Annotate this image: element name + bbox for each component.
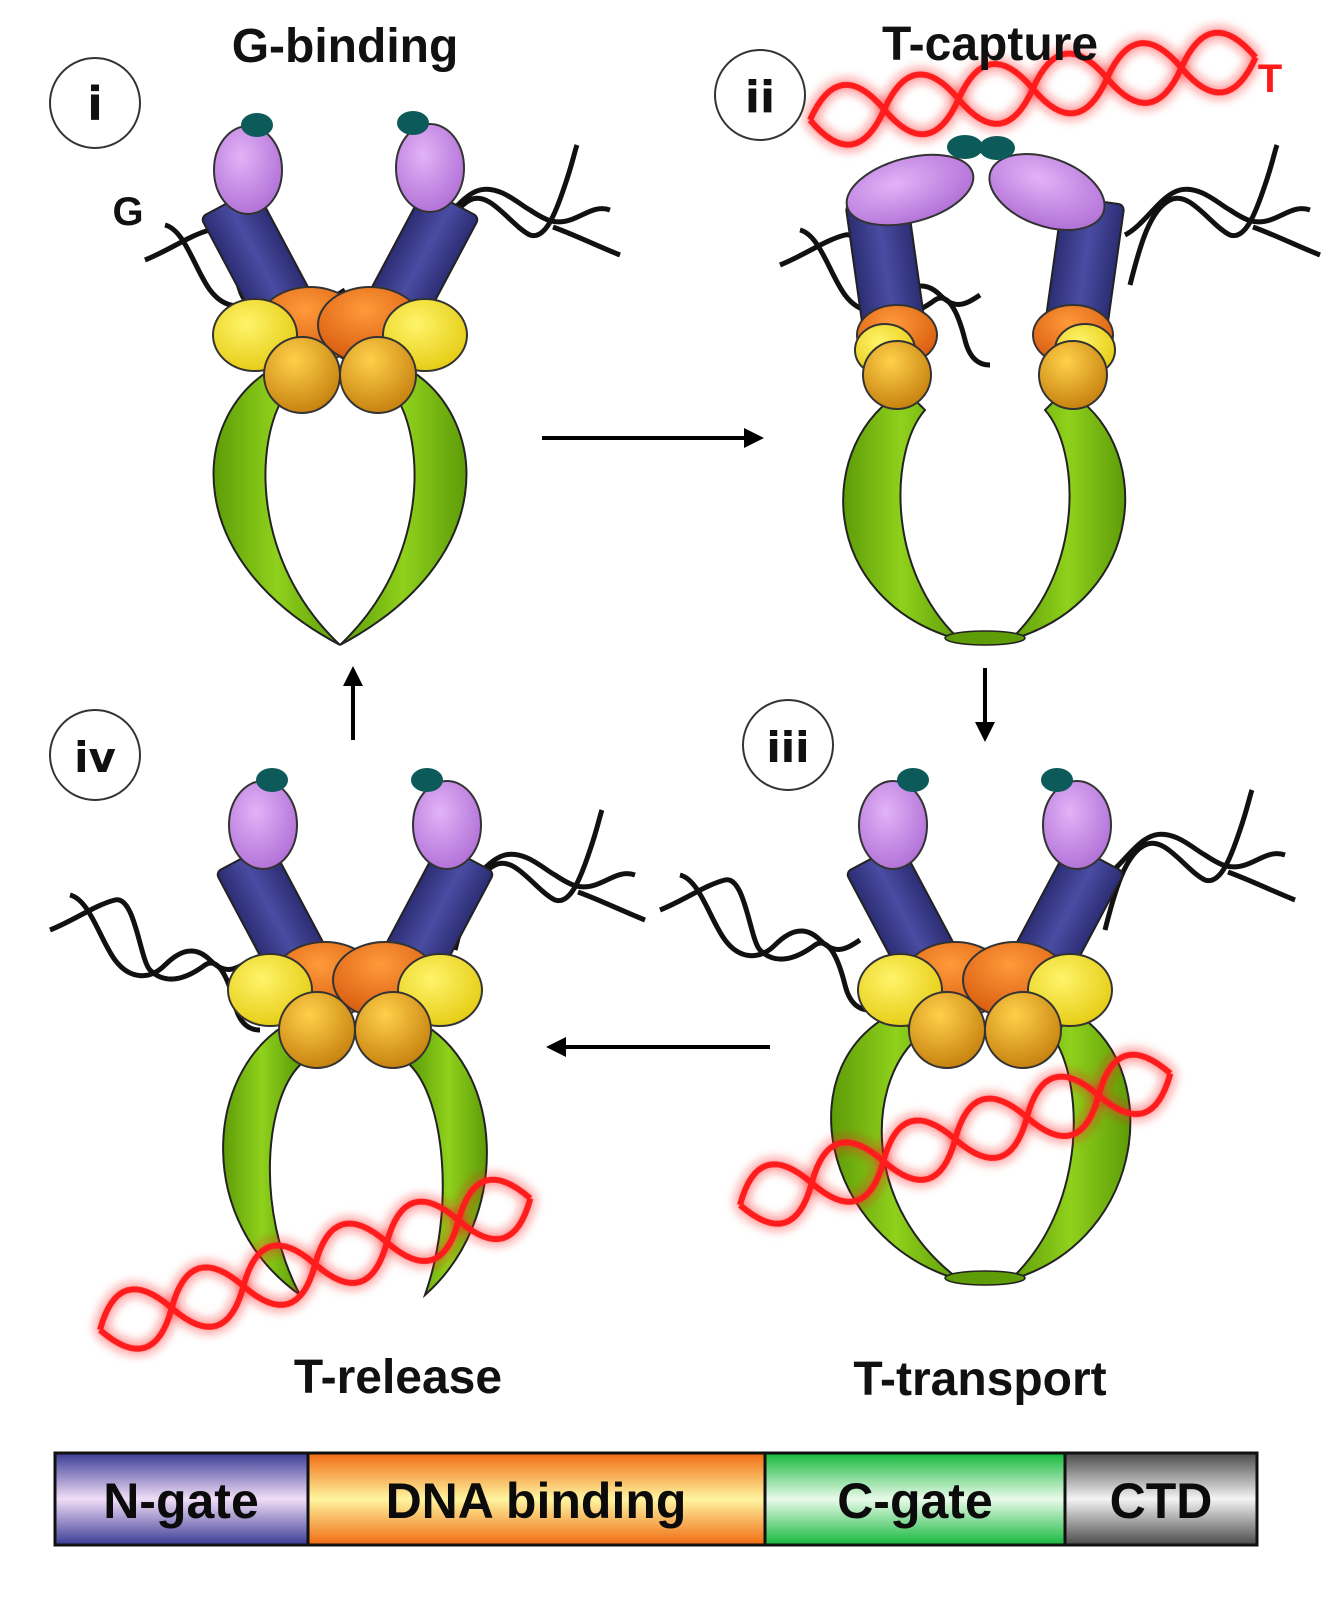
domain-legend: N-gate DNA binding C-gate CTD [53, 1451, 1259, 1547]
n-gate-tip-right [412, 780, 482, 870]
n-gate-tip-left [228, 780, 298, 870]
dna-binding-gold-right [339, 336, 417, 414]
atp-cap-left [947, 135, 983, 159]
legend-dna-binding-swatch [306, 1451, 767, 1547]
panel-i-badge [49, 57, 141, 149]
panel-ii-numeral: ii [745, 72, 775, 123]
atp-cap-right [397, 111, 429, 135]
c-gate-left [212, 368, 341, 646]
panel-iii-badge [742, 699, 834, 791]
legend-n-gate-label: N-gate [103, 1473, 259, 1529]
atp-cap-right [979, 136, 1015, 160]
legend-c-gate-swatch [763, 1451, 1067, 1547]
n-gate-tip-left [213, 125, 283, 215]
panel-i [145, 111, 620, 646]
panel-iv-title: T-release [294, 1351, 502, 1404]
n-gate-tip-right [988, 153, 1106, 231]
dna-binding-gold-left [278, 991, 356, 1069]
g-segment-label: G [112, 190, 143, 234]
panel-ii-title: T-capture [882, 18, 1098, 71]
panel-iii-numeral: iii [766, 723, 809, 772]
legend-n-gate-swatch [53, 1451, 310, 1547]
n-gate-tip-right [1042, 780, 1112, 870]
dna-binding-gold-left [908, 991, 986, 1069]
atp-cap-left [256, 768, 288, 792]
dna-binding-gold-right [354, 991, 432, 1069]
c-gate-left [842, 388, 961, 641]
dna-binding-gold-left [263, 336, 341, 414]
n-gate-tip-right [395, 123, 465, 213]
legend-ctd-label: CTD [1110, 1473, 1213, 1529]
c-gate-right [408, 1023, 488, 1299]
panel-iii-title: T-transport [853, 1353, 1106, 1406]
n-gate-tip-left [858, 780, 928, 870]
dna-binding-gold-right [1038, 340, 1108, 410]
atp-cap-right [411, 768, 443, 792]
atp-cap-left [897, 768, 929, 792]
c-gate-base [944, 630, 1026, 646]
c-gate-right [1009, 388, 1127, 641]
n-gate-tip-left [845, 153, 975, 227]
t-segment-label: T [1258, 57, 1282, 101]
dna-binding-gold-right [984, 991, 1062, 1069]
panel-iv-badge [49, 709, 141, 801]
dna-binding-gold-left [862, 340, 932, 410]
panel-i-numeral: i [87, 77, 103, 131]
panel-iv-numeral: iv [74, 733, 116, 782]
c-gate-base [944, 1270, 1026, 1286]
panel-iii [660, 768, 1295, 1286]
atp-cap-right [1041, 768, 1073, 792]
panel-i-title: G-binding [232, 20, 459, 73]
panel-ii-badge [714, 49, 806, 141]
atp-cap-left [241, 113, 273, 137]
c-gate-right [339, 368, 468, 646]
legend-ctd-swatch [1063, 1451, 1259, 1547]
panel-iv [50, 768, 645, 1359]
legend-dna-binding-label: DNA binding [386, 1473, 687, 1529]
legend-c-gate-label: C-gate [837, 1473, 993, 1529]
panel-ii [780, 28, 1320, 646]
